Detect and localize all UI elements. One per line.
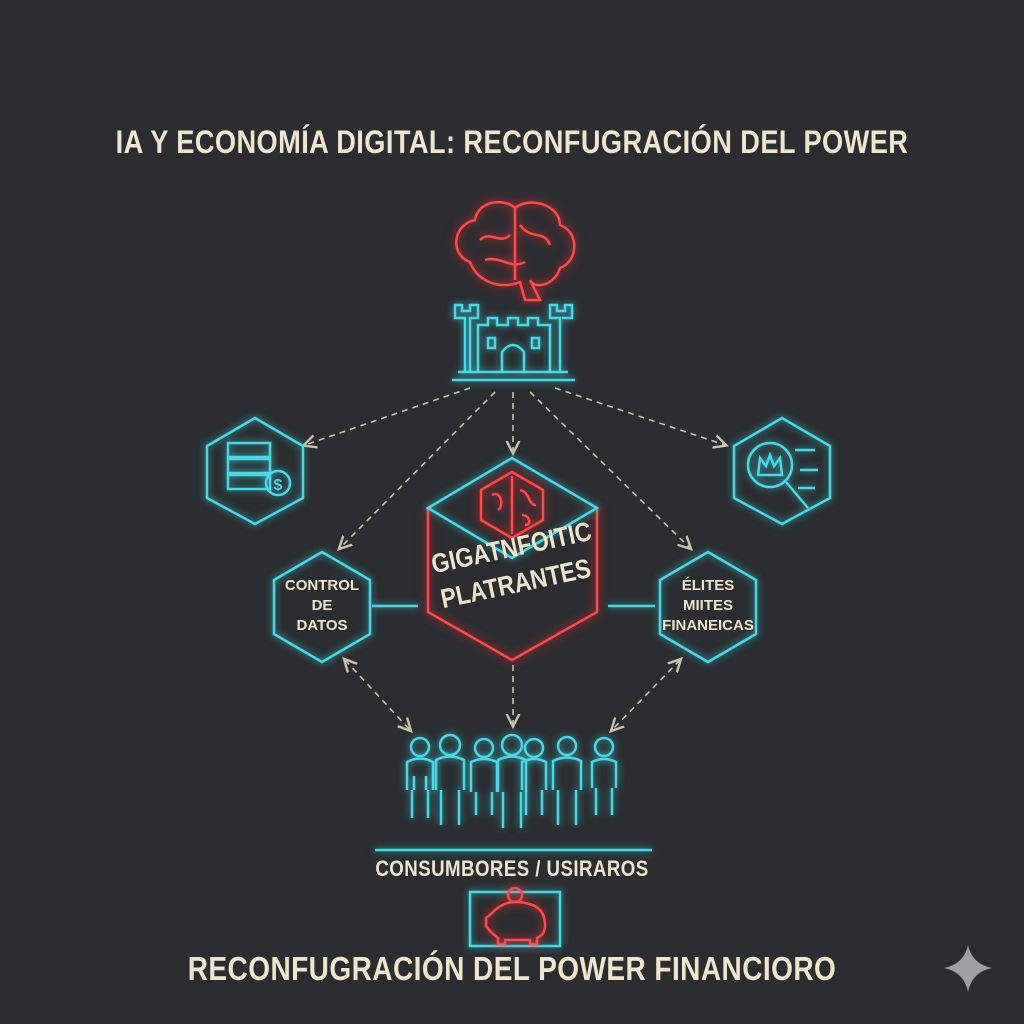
sparkle-icon: [944, 945, 992, 992]
platform-cube: [425, 456, 600, 662]
control-datos-label: CONTROL DE DATOS: [272, 576, 372, 636]
elites-line-3: FINANEICAS: [662, 617, 754, 634]
connectors: [305, 387, 725, 730]
consumers-label: CONSUMBORES / USIRAROS: [375, 856, 649, 881]
page-title: IA Y ECONOMÍA DIGITAL: RECONFUGRACIÓN DE…: [115, 124, 909, 160]
control-line-1: CONTROL: [284, 577, 360, 594]
piggy-bank-icon: [484, 886, 547, 946]
search-crown-icon: [732, 416, 832, 526]
control-datos-hex: [272, 550, 372, 664]
people-group-icon: [405, 733, 618, 828]
brain-icon: [455, 200, 576, 302]
control-line-3: DATOS: [296, 617, 348, 634]
svg-text:$: $: [274, 477, 283, 494]
piggy-frame: [468, 890, 562, 948]
elites-label: ÉLITES MIITES FINANEICAS: [656, 576, 760, 636]
server-money-icon: $: [205, 416, 305, 526]
control-line-2: DE: [311, 597, 333, 614]
elites-line-1: ÉLITES: [681, 577, 735, 594]
elites-hex: [658, 550, 758, 664]
elites-line-2: MIITES: [682, 597, 733, 614]
bottom-title: RECONFUGRACIÓN DEL POWER FINANCIORO: [187, 950, 837, 987]
castle-icon: [452, 303, 575, 382]
